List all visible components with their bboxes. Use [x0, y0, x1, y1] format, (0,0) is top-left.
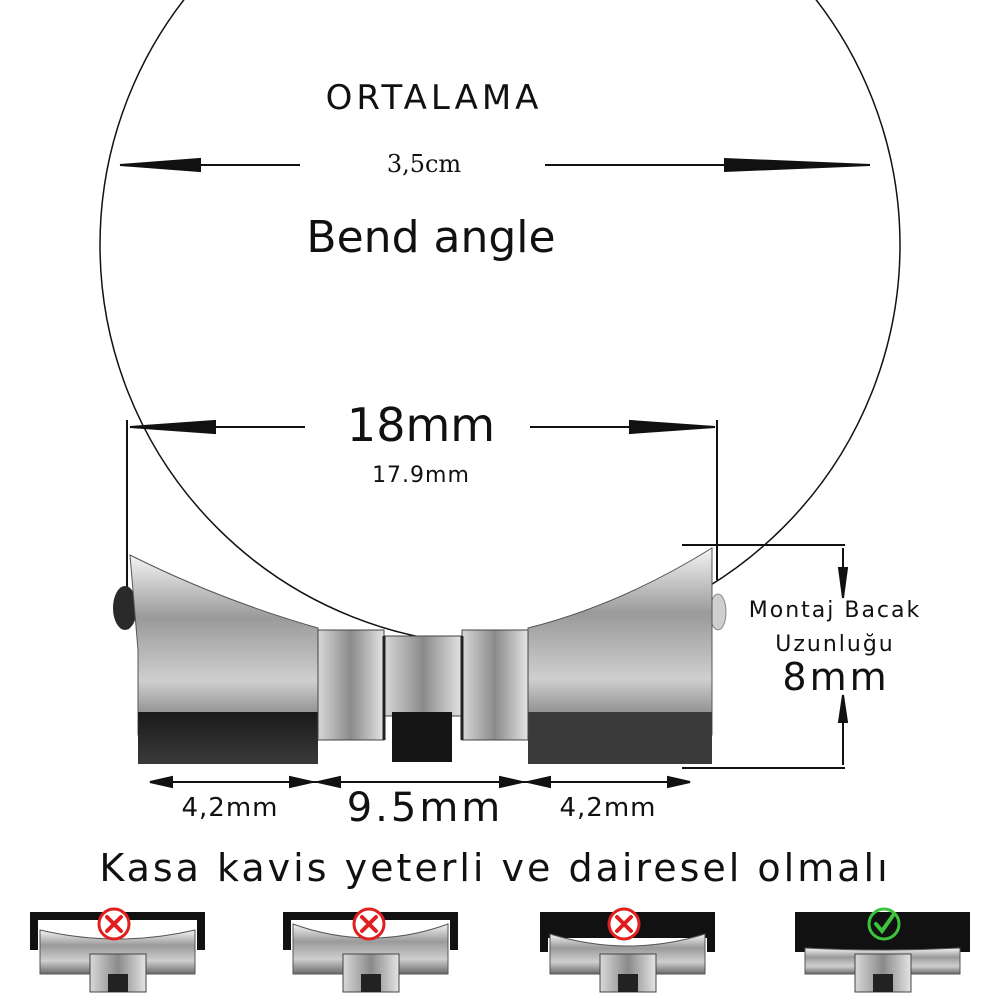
- link-width-label: 18mm: [346, 398, 496, 452]
- page-title: ORTALAMA: [325, 78, 543, 118]
- x-icon: [607, 907, 641, 941]
- x-icon: [97, 907, 131, 941]
- example-4: [795, 912, 970, 993]
- segment-middle-label: 9.5mm: [346, 785, 504, 831]
- segment-right-label: 4,2mm: [559, 793, 657, 823]
- mount-value: 8mm: [782, 655, 890, 699]
- mount-label-line1: Montaj Bacak: [748, 598, 922, 623]
- diameter-arrow: [119, 157, 871, 173]
- x-icon: [352, 907, 386, 941]
- mount-label-line2: Uzunluğu: [775, 632, 895, 657]
- mount-height-arrow: [682, 544, 849, 769]
- bend-angle-label: Bend angle: [306, 212, 556, 263]
- end-link: [113, 547, 727, 764]
- caption: Kasa kavis yeterli ve dairesel olmalı: [99, 846, 891, 890]
- diameter-label: 3,5cm: [386, 150, 462, 178]
- check-icon: [867, 907, 901, 941]
- link-width-exact-label: 17.9mm: [372, 463, 470, 488]
- width-arrow: [126, 419, 718, 595]
- segment-arrows: [149, 775, 691, 789]
- segment-left-label: 4,2mm: [181, 793, 279, 823]
